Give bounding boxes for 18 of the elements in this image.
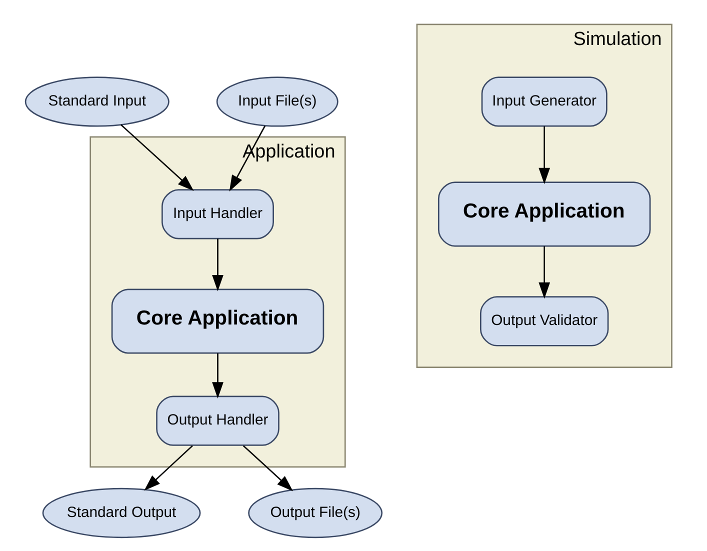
arrow	[538, 126, 550, 184]
node-box: Output Handler	[156, 396, 279, 446]
arrow	[538, 246, 550, 299]
node-box: Core Application	[110, 288, 324, 354]
node-ellipse: Standard Input	[24, 76, 169, 127]
node-ellipse: Input File(s)	[216, 76, 338, 127]
node-box: Input Handler	[161, 189, 274, 240]
arrow	[228, 125, 266, 192]
arrow	[212, 238, 223, 292]
node-box: Input Generator	[480, 76, 607, 127]
arrow	[212, 353, 223, 398]
node-box: Output Validator	[479, 296, 608, 346]
arrow	[120, 124, 194, 192]
node-box: Core Application	[437, 182, 650, 247]
node-ellipse: Output File(s)	[248, 488, 382, 538]
arrow	[242, 445, 293, 492]
node-ellipse: Standard Output	[42, 488, 200, 538]
arrow	[144, 445, 192, 491]
